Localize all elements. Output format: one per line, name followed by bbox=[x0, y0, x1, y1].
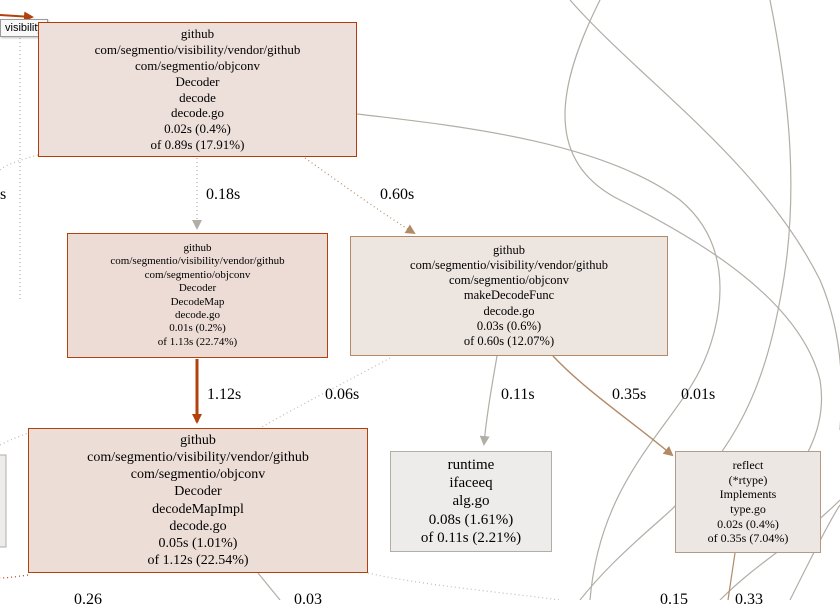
node-line: github bbox=[183, 241, 212, 254]
edge-label-decodemap-decodemapimpl: 1.12s bbox=[207, 386, 242, 403]
node-decoder-decodemapimpl[interactable]: github com/segmentio/visibility/vendor/g… bbox=[28, 428, 368, 573]
edge-curve-right-1 bbox=[569, 0, 840, 430]
edge-curve-right-2 bbox=[564, 0, 823, 521]
node-cum: of 1.13s (22.74%) bbox=[157, 335, 238, 348]
node-line: Implements bbox=[719, 487, 777, 502]
node-line: github bbox=[180, 433, 216, 449]
node-cum: of 0.89s (17.91%) bbox=[150, 137, 245, 153]
edge-label-decode-decodemap: 0.18s bbox=[206, 186, 241, 203]
node-line: com/segmentio/visibility/vendor/github bbox=[87, 450, 309, 466]
edge-label-left-partial: s bbox=[0, 186, 7, 203]
edge-label-makedecodefunc-implements: 0.35s bbox=[612, 386, 647, 403]
edge-dotted-left-2 bbox=[0, 154, 39, 171]
edge-label-right-001: 0.01s bbox=[681, 386, 716, 403]
edge-label-decode-makedecodefunc: 0.60s bbox=[380, 186, 415, 203]
edge-decodemapimpl-out-2 bbox=[367, 572, 561, 600]
node-line: decode.go bbox=[175, 308, 220, 321]
node-flat: 0.03s (0.6%) bbox=[476, 318, 542, 333]
node-line: (*rtype) bbox=[728, 472, 768, 487]
node-decoder-decodemap[interactable]: github com/segmentio/visibility/vendor/g… bbox=[67, 233, 328, 358]
node-line: com/segmentio/visibility/vendor/github bbox=[94, 41, 301, 57]
edge-incoming-top-left bbox=[0, 11, 34, 22]
node-line: ifaceeq bbox=[449, 475, 493, 492]
node-cum: of 1.12s (22.54%) bbox=[147, 552, 249, 568]
edge-makedecodefunc-to-ifaceeq bbox=[479, 355, 498, 446]
node-line: com/segmentio/objconv bbox=[135, 57, 260, 73]
edge-decode-to-makedecodefunc bbox=[304, 157, 416, 235]
node-line: com/segmentio/objconv bbox=[144, 268, 251, 281]
edge-curve-right-3 bbox=[356, 113, 721, 600]
node-reflect-implements[interactable]: reflect (*rtype) Implements type.go 0.02… bbox=[675, 451, 821, 553]
node-line: decode bbox=[179, 89, 216, 105]
node-cum: of 0.35s (7.04%) bbox=[707, 531, 789, 546]
node-flat: 0.02s (0.4%) bbox=[164, 121, 231, 137]
node-flat: 0.02s (0.4%) bbox=[717, 516, 779, 531]
node-line: com/segmentio/visibility/vendor/github bbox=[110, 255, 285, 268]
node-line: com/segmentio/visibility/vendor/github bbox=[410, 257, 608, 272]
node-cum: of 0.11s (2.21%) bbox=[420, 529, 522, 546]
node-line: runtime bbox=[447, 456, 495, 473]
node-partial-left bbox=[0, 454, 7, 548]
node-line: decodeMapImpl bbox=[152, 501, 244, 517]
hover-tooltip: visibility bbox=[0, 19, 48, 37]
node-line: type.go bbox=[730, 502, 766, 516]
node-line: github bbox=[180, 26, 215, 42]
edge-label-bottom-4: 0.33 bbox=[735, 591, 763, 608]
node-makedecodefunc[interactable]: github com/segmentio/visibility/vendor/g… bbox=[350, 236, 668, 356]
edge-decodemapimpl-out-3 bbox=[0, 574, 29, 579]
edge-decodemapimpl-out-1 bbox=[257, 572, 281, 600]
node-flat: 0.08s (1.61%) bbox=[428, 511, 514, 528]
node-line: Decoder bbox=[175, 73, 220, 89]
node-line: com/segmentio/objconv bbox=[130, 467, 266, 483]
node-decoder-decode[interactable]: github com/segmentio/visibility/vendor/g… bbox=[38, 22, 357, 157]
edge-dotted-left-3 bbox=[0, 432, 29, 446]
edge-makedecodefunc-to-implements bbox=[552, 355, 674, 457]
edge-label-bottom-1: 0.26 bbox=[74, 591, 102, 608]
node-flat: 0.01s (0.2%) bbox=[169, 322, 226, 335]
edge-label-makedecodefunc-ifaceeq: 0.11s bbox=[501, 386, 535, 403]
node-line: decode.go bbox=[483, 303, 535, 318]
node-line: alg.go bbox=[452, 493, 490, 510]
edge-label-bottom-3: 0.15 bbox=[660, 591, 688, 608]
node-line: DecodeMap bbox=[170, 295, 225, 308]
node-line: com/segmentio/objconv bbox=[448, 273, 570, 288]
edge-makedecodefunc-to-decodemapimpl bbox=[261, 357, 391, 428]
edge-label-bottom-2: 0.03 bbox=[294, 591, 322, 608]
node-cum: of 0.60s (12.07%) bbox=[463, 334, 555, 349]
node-line: decode.go bbox=[170, 105, 225, 121]
node-flat: 0.05s (1.01%) bbox=[158, 535, 238, 551]
node-line: decode.go bbox=[169, 518, 227, 534]
node-line: Decoder bbox=[174, 484, 222, 500]
node-line: Decoder bbox=[178, 282, 217, 295]
node-line: makeDecodeFunc bbox=[463, 288, 555, 303]
node-line: reflect bbox=[732, 458, 764, 473]
edge-curve-right-4 bbox=[579, 0, 792, 600]
node-line: github bbox=[493, 242, 525, 257]
edge-implements-out bbox=[727, 552, 736, 600]
edge-label-to-decodemapimpl: 0.06s bbox=[325, 386, 360, 403]
node-runtime-ifaceeq[interactable]: runtime ifaceeq alg.go 0.08s (1.61%) of … bbox=[390, 451, 552, 552]
